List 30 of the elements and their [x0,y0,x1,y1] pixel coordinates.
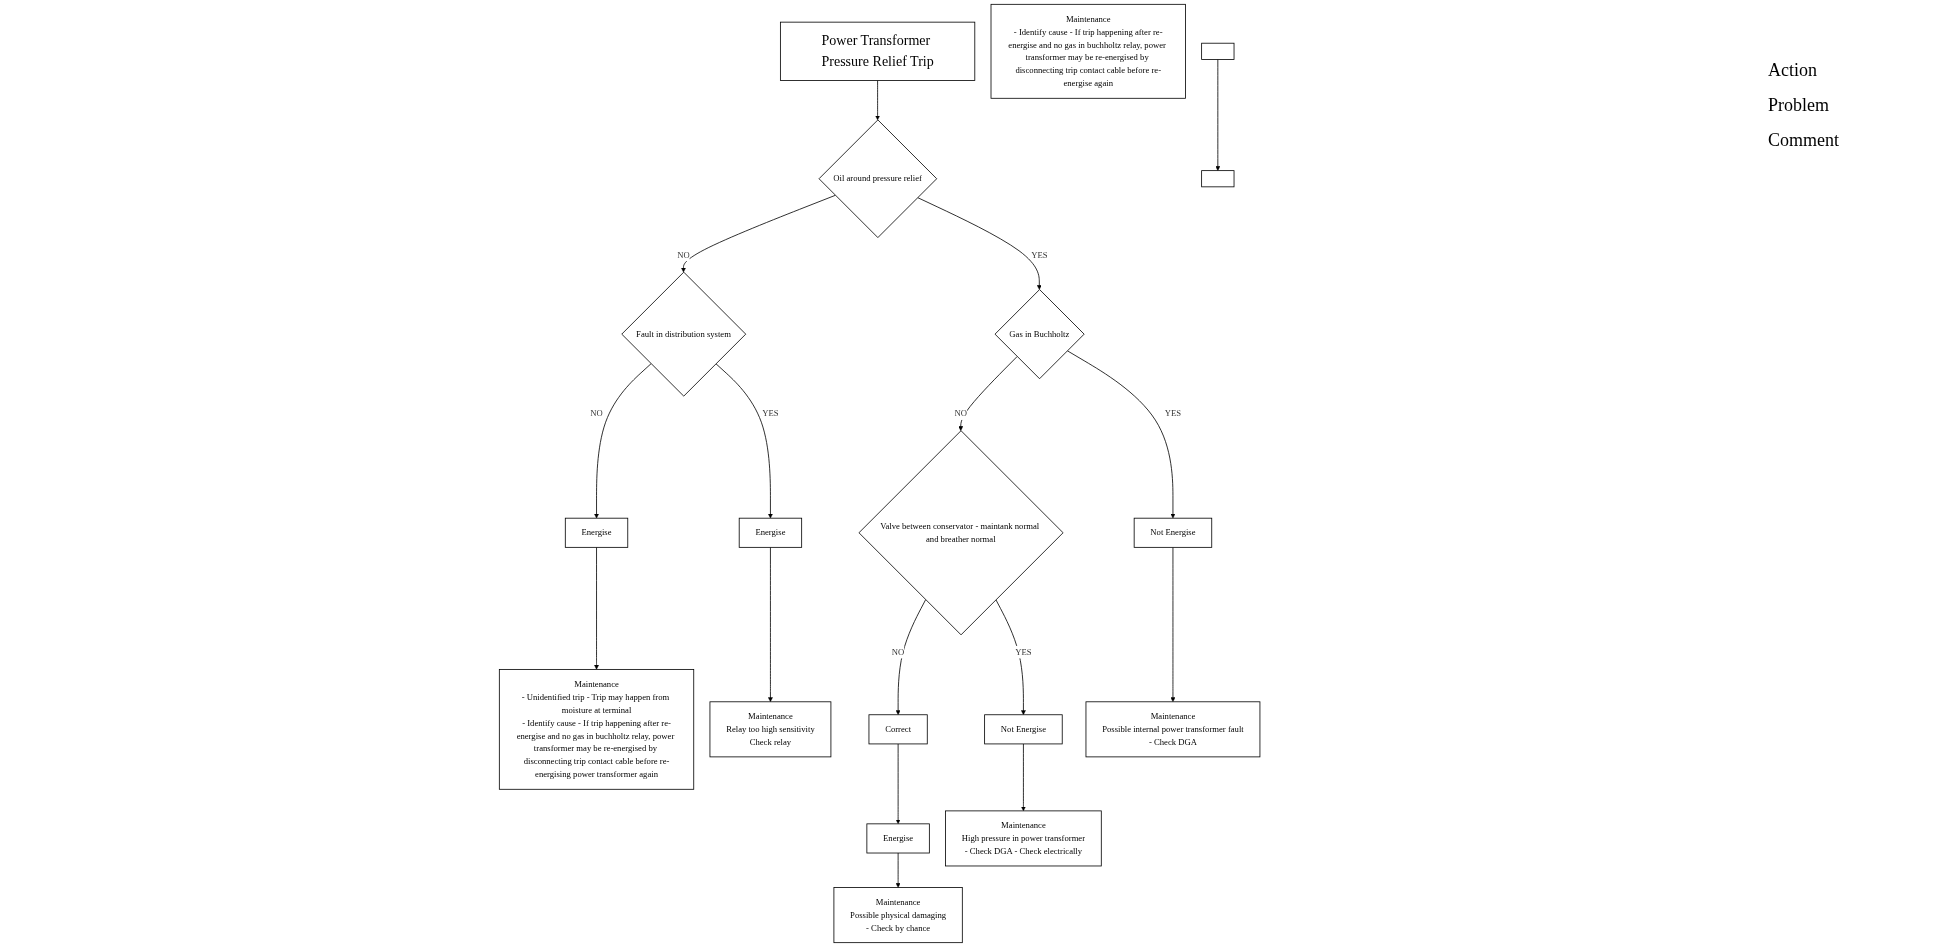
node-diamond: Valve between conservator - maintank normal and breather normal [858,430,1064,636]
edge-label: NO [677,250,691,260]
node-box: Maintenance Relay too high sensitivity Check relay [709,701,832,758]
row-label: Problem [1768,95,1830,116]
node-diamond: Gas in Buchholtz [994,289,1085,380]
node-box: Maintenance Possible physical damaging - Check by chance [833,887,964,944]
edge-label: YES [1165,408,1182,418]
edge-label: NO [590,408,604,418]
node-box: Energise [739,517,803,548]
edge-label: NO [954,408,968,418]
node-box: Maintenance Possible internal power transformer fault - Check DGA [1085,701,1261,758]
node-box: Maintenance - Unidentified trip - Trip may happen from moisture at terminal - Identify cause - If trip happening after re-energise and no gas in buchholtz relay, power transformer may be re-energised by disconnecting trip contact cable before re-energising power transformer again [499,669,695,790]
node-box: Not Energise [984,714,1063,745]
node-box: Maintenance High pressure in power transformer - Check DGA - Check electrically [945,810,1103,867]
node-box: Not Energise [1134,517,1213,548]
node-box: Power Transformer Pressure Relief Trip [780,21,976,81]
node-box: Maintenance - Identify cause - If trip happening after re-energise and no gas in buchholtz relay, power transformer may be re-energised by disconnecting trip contact cable before re-energise again [990,3,1187,99]
edge-label: YES [762,408,779,418]
row-label: Comment [1768,130,1840,151]
node-box: Energise [866,823,931,854]
node-box: Correct [868,714,929,745]
edge-label: YES [1015,647,1032,657]
node-diamond: Fault in distribution system [621,271,747,397]
edge-label: YES [1031,250,1048,260]
node-box: Energise [565,517,629,548]
node-box [1201,42,1235,60]
edge-label: NO [892,647,905,657]
node-diamond: Oil around pressure relief [818,119,938,238]
node-box [1201,170,1235,188]
row-label: Action [1768,60,1818,81]
